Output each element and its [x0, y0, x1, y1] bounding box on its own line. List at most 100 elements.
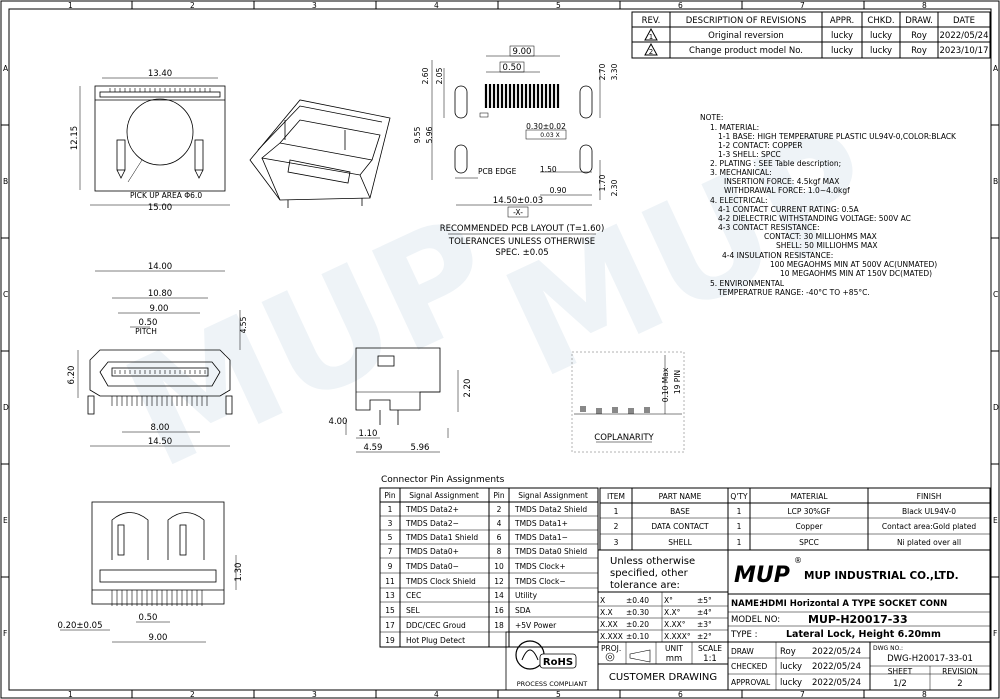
pin-number: 15: [385, 606, 395, 615]
dim-0-50-pitch: 0.50: [139, 318, 158, 328]
parts-header: PART NAME: [659, 492, 702, 501]
tol-key: X: [600, 596, 605, 605]
rev-header: APPR.: [830, 16, 854, 26]
col-marker: 7: [800, 1, 805, 10]
tol-val: ±0.30: [626, 608, 649, 617]
product-name: HDMI Horizontal A TYPE SOCKET CONN: [761, 599, 947, 609]
pin-signal: CEC: [406, 591, 421, 600]
pcb-layout: [431, 55, 601, 218]
tolerance-grid: X ±0.40 X° ±5° X.X ±0.30 X.X° ±4° X.XX ±…: [600, 596, 712, 641]
dim-2-20: 2.20: [463, 379, 473, 398]
parts-qty: 1: [737, 522, 742, 531]
draw-label: DRAW: [731, 647, 754, 656]
note-line: 100 MEGAOHMS MIN AT 500V AC(UNMATED): [770, 260, 937, 269]
tolerance-heading-2: specified, other: [610, 568, 689, 579]
parts-name: SHELL: [668, 538, 692, 547]
approval-date: 2022/05/24: [812, 678, 861, 688]
row-marker: E: [3, 516, 8, 525]
tolerance-note-1: TOLERANCES UNLESS OTHERWISE: [448, 237, 595, 247]
col-marker: 6: [678, 690, 683, 699]
dim-8-00: 8.00: [151, 423, 170, 433]
rev-number: 2: [649, 48, 653, 56]
col-marker: 5: [556, 1, 561, 10]
pin-number: 6: [497, 533, 502, 542]
pin-signal: TMDS Data1−: [514, 533, 568, 542]
col-marker: 8: [922, 690, 927, 699]
row-marker: D: [993, 403, 999, 412]
tol-val: ±2°: [697, 632, 712, 641]
bottom-view: [60, 501, 237, 643]
dim-14-50: 14.50: [148, 437, 172, 447]
pin-signal: TMDS Data0 Shield: [514, 547, 587, 556]
col-marker: 3: [312, 690, 317, 699]
dim-1-30: 1.30: [234, 563, 244, 582]
coplanarity-view: [571, 351, 685, 453]
rev-header: DRAW.: [905, 16, 933, 26]
dim-0-90: 0.90: [550, 186, 567, 195]
dim-5-96-side: 5.96: [411, 443, 430, 453]
rev-draw: Roy: [911, 31, 927, 41]
dim-12-15: 12.15: [70, 126, 80, 150]
pin-table: Connector Pin Assignments Pin Signal Ass…: [379, 475, 599, 648]
dim-9-00-bottom: 9.00: [149, 633, 168, 643]
rev-triangle-icon: [644, 27, 658, 41]
pin-signal: Hot Plug Detect: [406, 636, 465, 645]
dim-1-70: 1.70: [598, 174, 607, 191]
pin-signal: TMDS Clock+: [514, 562, 566, 571]
tolerance-heading-1: Unless otherwise: [610, 556, 695, 567]
pin-signal: TMDS Data2+: [405, 505, 459, 514]
unit-value: mm: [666, 654, 683, 664]
pin-number: 3: [388, 519, 393, 528]
note-line: 4. ELECTRICAL:: [710, 196, 768, 205]
row-marker: B: [3, 177, 8, 186]
note-line: 1-1 BASE: HIGH TEMPERATURE PLASTIC UL94V…: [718, 132, 957, 141]
pin-signal: TMDS Data2−: [405, 519, 459, 528]
row-marker: E: [993, 516, 998, 525]
pin-number: 2: [497, 505, 502, 514]
pickup-label: PICK UP AREA Φ6.0: [130, 191, 202, 200]
dim-4-59: 4.59: [364, 443, 383, 453]
revision-label: REVISION: [942, 667, 978, 676]
rev-desc: Original reversion: [708, 31, 784, 41]
dim-0-50: 0.50: [503, 63, 522, 73]
note-line: TEMPERATRUE RANGE: -40°C TO +85°C.: [717, 288, 870, 297]
col-marker: 2: [190, 690, 195, 699]
dim-4-00: 4.00: [329, 417, 348, 427]
parts-item: 2: [614, 522, 619, 531]
approval-label: APPROVAL: [731, 678, 771, 687]
scale-value: 1:1: [703, 654, 717, 664]
side-view: [345, 347, 459, 453]
datum-x: -X-: [513, 208, 523, 217]
company-logo: MUP: [734, 563, 790, 588]
draw-name: Roy: [780, 647, 796, 657]
pin-signal: SEL: [406, 606, 420, 615]
pin-number: 9: [388, 562, 393, 571]
pin-header: Pin: [493, 491, 504, 500]
note-line: CONTACT: 30 MILLIOHMS MAX: [764, 232, 877, 241]
dim-1-50: 1.50: [540, 165, 557, 174]
note-line: NOTE:: [700, 113, 723, 122]
pin-header: Signal Assignment: [518, 491, 588, 500]
rev-triangle-icon: [644, 42, 658, 56]
tol-key: X.XXX°: [664, 632, 691, 641]
pin-signal: SDA: [515, 606, 531, 615]
pin-number: 18: [494, 621, 504, 630]
tolerance-note-2: SPEC. ±0.05: [495, 248, 548, 258]
pin-signal: TMDS Data2 Shield: [514, 505, 587, 514]
note-line: 4-2 DIELECTRIC WITHSTANDING VOLTAGE: 500…: [718, 214, 911, 223]
parts-material: LCP 30%GF: [787, 507, 830, 516]
title-block: [597, 549, 991, 691]
dim-4-55: 4.55: [239, 316, 248, 333]
dim-2-70: 2.70: [598, 63, 607, 80]
rev-number: 1: [649, 33, 653, 41]
dim-0-50-bottom: 0.50: [139, 613, 158, 623]
basic-dim-box: [499, 61, 525, 73]
tolerance-box: 0.03 X: [540, 132, 559, 139]
col-marker: 2: [190, 1, 195, 10]
top-view: [79, 77, 230, 206]
pin-signal: +5V Power: [515, 621, 557, 630]
pin-number: 5: [388, 533, 393, 542]
parts-table: ITEM PART NAME Q'TY MATERIAL FINISH 1 BA…: [599, 487, 991, 551]
parts-qty: 1: [737, 507, 742, 516]
dim-14-50-pcb: 14.50±0.03: [493, 196, 543, 206]
